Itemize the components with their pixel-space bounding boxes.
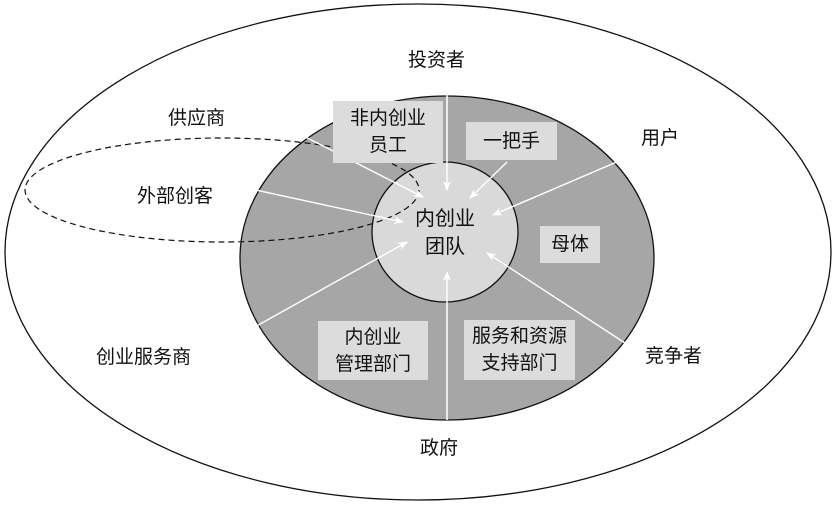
box-parent: 母体 — [540, 226, 600, 263]
arrow-leader — [469, 161, 508, 199]
arrow-service-provider — [209, 241, 408, 353]
box-support-line1: 服务和资源 — [471, 325, 567, 347]
core-team-circle — [371, 161, 519, 303]
core-team-label: 内创业 团队 — [405, 204, 485, 260]
box-non-employee: 非内创业 员工 — [333, 101, 443, 163]
box-management-line2: 管理部门 — [334, 352, 411, 375]
arrow-competitor — [486, 252, 626, 344]
label-government: 政府 — [420, 437, 459, 459]
core-team-line2: 团队 — [425, 234, 465, 258]
label-supplier: 供应商 — [168, 107, 226, 129]
arrow-user — [492, 151, 641, 216]
label-external-maker: 外部创客 — [137, 185, 214, 207]
box-support-line2: 支持部门 — [481, 352, 558, 374]
box-support: 服务和资源 支持部门 — [464, 320, 575, 380]
label-competitor: 竞争者 — [645, 345, 703, 367]
box-parent-text: 母体 — [550, 233, 589, 255]
box-non-employee-line1: 非内创业 — [349, 107, 426, 129]
label-user: 用户 — [641, 127, 680, 149]
label-service-provider: 创业服务商 — [96, 346, 192, 368]
box-non-employee-line2: 员工 — [368, 134, 407, 156]
arrow-external-maker — [227, 183, 404, 224]
box-management-line1: 内创业 — [344, 325, 402, 348]
box-leader-text: 一把手 — [482, 129, 540, 152]
box-management: 内创业 管理部门 — [318, 321, 428, 380]
core-team-line1: 内创业 — [415, 206, 475, 230]
label-investor: 投资者 — [408, 49, 466, 71]
box-leader: 一把手 — [466, 122, 557, 160]
arrow-supplier — [236, 101, 424, 198]
